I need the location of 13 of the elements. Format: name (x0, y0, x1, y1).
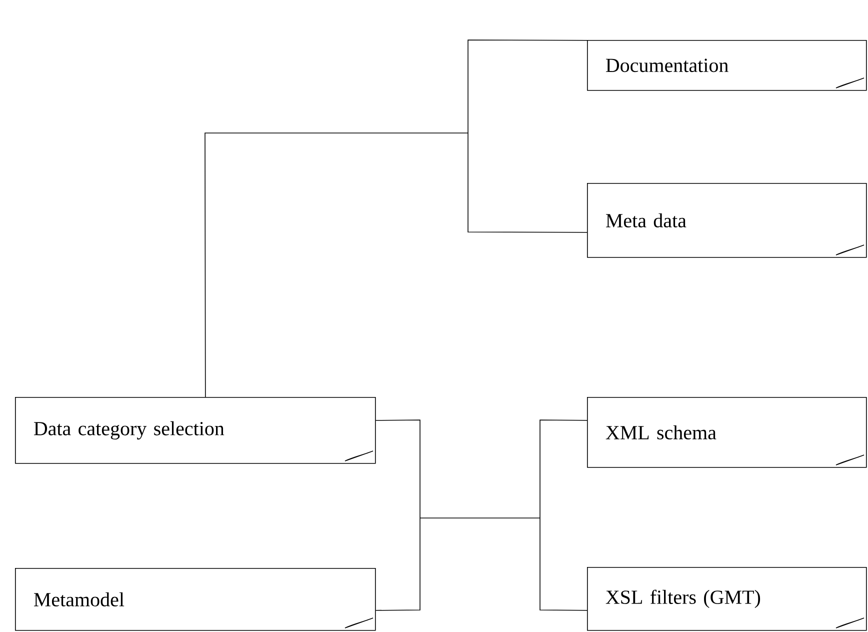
note-box: Metamodel (15, 568, 376, 631)
connector-line (375, 518, 420, 611)
note-box: Data category selection (15, 397, 376, 464)
note-box: Documentation (587, 40, 867, 91)
connector-line (468, 40, 588, 134)
note-box: Meta data (587, 183, 867, 258)
connector-line (540, 518, 588, 611)
connector-line (468, 132, 588, 233)
connector-line (204, 132, 468, 398)
connector-line (375, 420, 420, 518)
note-box: XML schema (587, 397, 867, 468)
note-box: XSL filters (GMT) (587, 567, 867, 631)
connector-line (540, 420, 588, 518)
